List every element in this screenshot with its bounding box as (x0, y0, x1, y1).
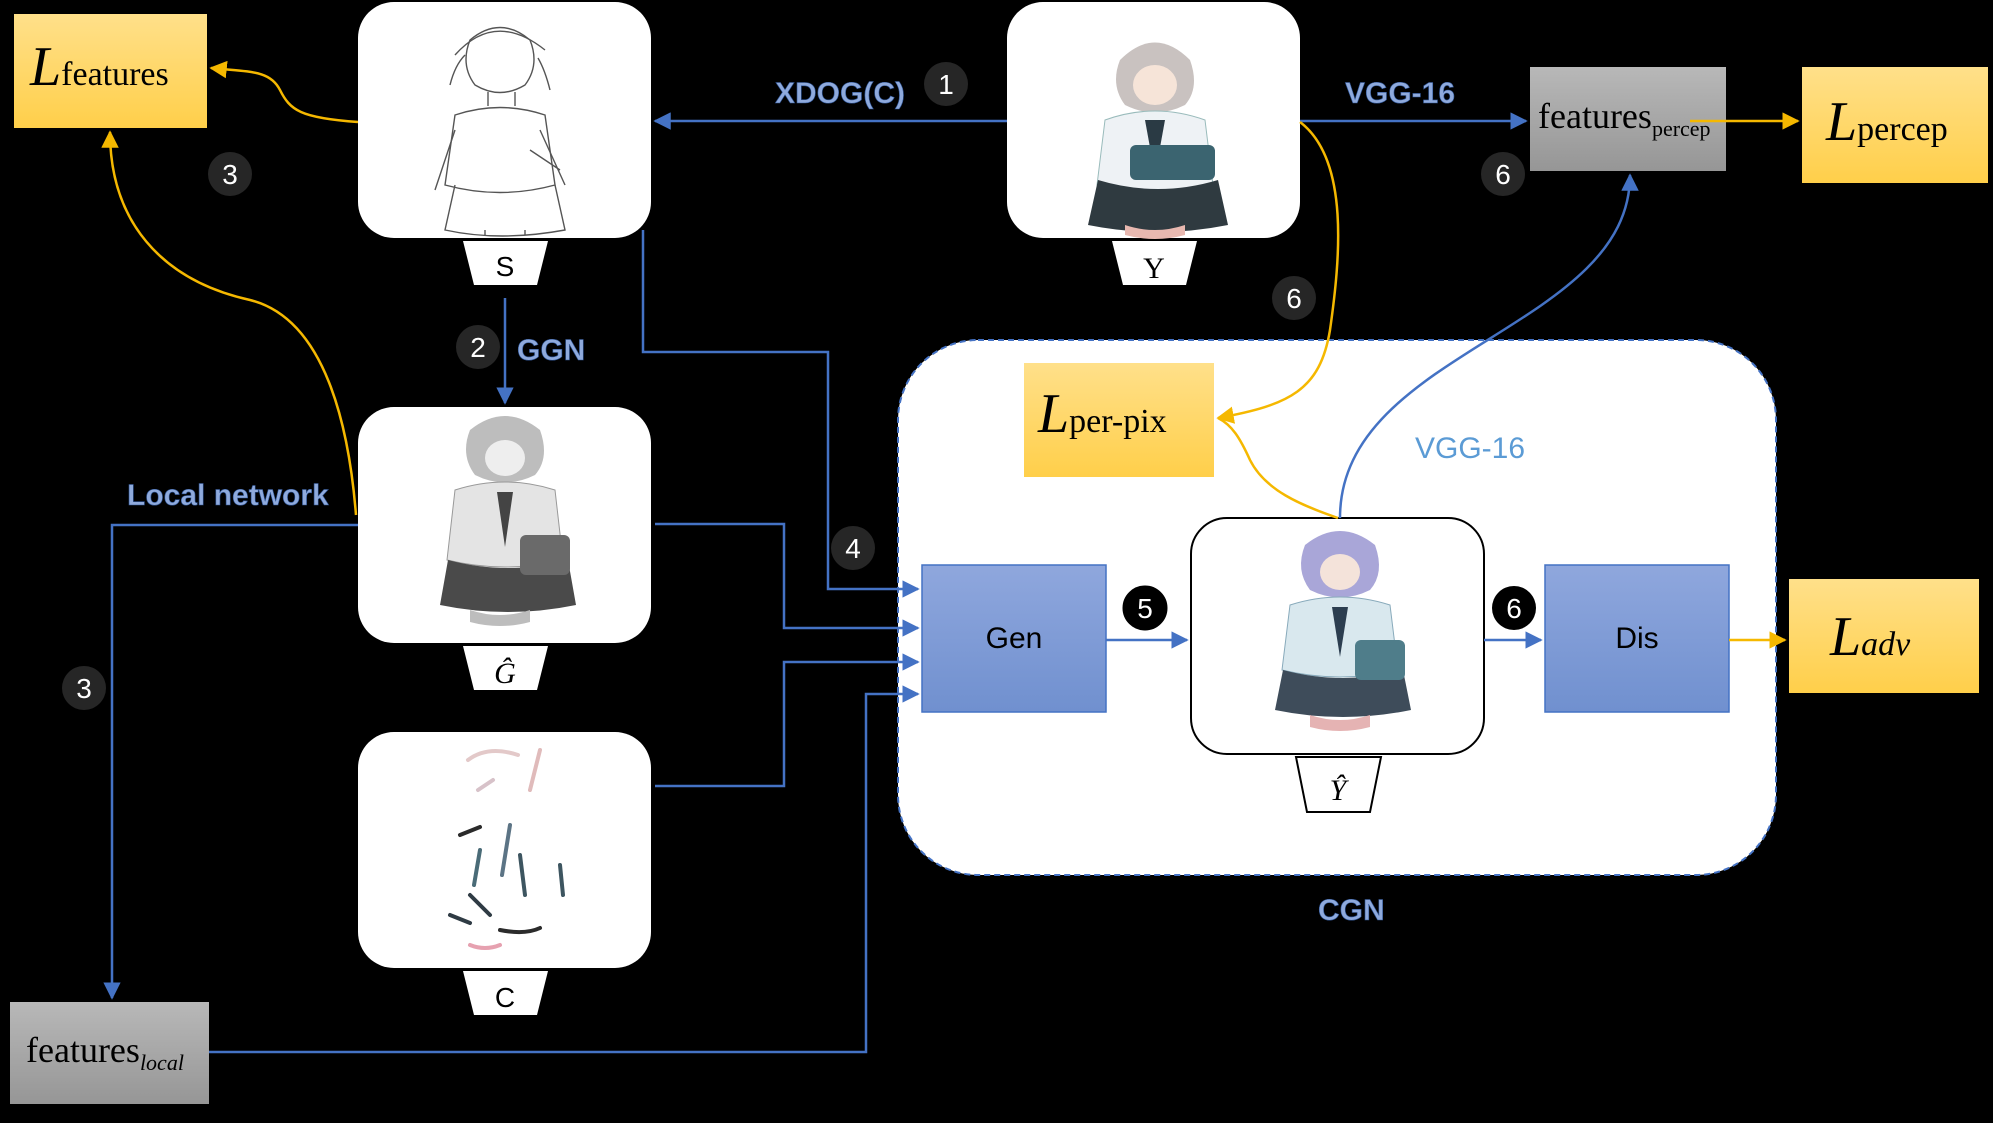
step-3a-badge (208, 152, 252, 196)
grayscale-figure-icon (440, 416, 576, 626)
target-figure-icon (1088, 42, 1228, 239)
ggn-label: GGN (517, 334, 585, 367)
tag-g-label: Ĝ (494, 657, 516, 690)
step-6c-badge (1492, 586, 1536, 630)
arrow-output-to-loss-per-pix (1217, 416, 1339, 520)
vgg-top-label: VGG-16 (1345, 77, 1455, 110)
target-image-panel (1007, 2, 1300, 239)
sketch-image-panel (358, 2, 651, 238)
step-6a-label: 6 (1495, 159, 1511, 190)
step-3b-badge (62, 666, 106, 710)
loss-features-label: Lfeatures (29, 36, 169, 98)
arrow-g-to-loss-features (101, 130, 358, 516)
arrow-g-to-gen (655, 522, 920, 637)
tag-y-label: Y (1143, 252, 1165, 285)
step-6a-badge (1481, 152, 1525, 196)
loss-features-box (14, 14, 207, 128)
step-4-badge (831, 526, 875, 570)
features-percep-label: featurespercep (1538, 96, 1711, 141)
tag-yhat-shape (1294, 756, 1383, 813)
tag-g-shape (463, 646, 548, 690)
step-2-badge (456, 325, 500, 369)
arrow-local-network (103, 523, 358, 1000)
step-1-badge (924, 62, 968, 106)
loss-per-pix-label: Lper-pix (1037, 383, 1167, 445)
loss-adv-label: Ladv (1829, 606, 1911, 668)
tag-y-shape (1112, 241, 1197, 285)
orange-connectors (101, 60, 1800, 649)
loss-percep-label: Lpercep (1825, 91, 1948, 153)
tag-c-label: C (495, 982, 515, 1013)
loss-adv-box (1789, 579, 1979, 693)
step-5-badge (1122, 585, 1168, 631)
arrow-s-to-loss-features (209, 60, 359, 124)
arrow-features-local-to-gen (209, 685, 920, 1054)
step-5-label: 5 (1137, 593, 1153, 624)
discriminator-label: Dis (1615, 622, 1658, 655)
tag-s-shape (463, 241, 548, 285)
blue-connectors (103, 112, 1639, 1054)
cgn-label: CGN (1318, 894, 1385, 927)
local-network-label: Local network (127, 479, 329, 512)
vgg-inner-label: VGG-16 (1415, 432, 1525, 465)
generator-label: Gen (986, 622, 1043, 655)
step-2-label: 2 (470, 332, 486, 363)
step-6b-label: 6 (1286, 283, 1302, 314)
tag-s-label: S (496, 251, 515, 282)
arrow-s-to-gen (641, 230, 920, 598)
loss-percep-box (1802, 67, 1988, 183)
features-local-label: featureslocal (26, 1030, 184, 1075)
arrow-c-to-gen (655, 653, 920, 788)
grayscale-image-panel (358, 407, 651, 643)
color-strokes-icon (448, 748, 565, 950)
output-figure-icon (1275, 531, 1411, 731)
sketch-figure-icon (434, 26, 566, 237)
features-percep-box (1530, 67, 1726, 171)
step-1-label: 1 (938, 69, 954, 100)
tag-yhat-label: Ŷ (1330, 774, 1350, 807)
arrow-output-to-features-percep (1338, 173, 1639, 519)
xdog-label: XDOG(C) (775, 77, 905, 110)
color-hint-image-panel (358, 732, 651, 968)
step-3b-label: 3 (76, 673, 92, 704)
features-local-box (10, 1002, 209, 1104)
arrow-y-to-loss-per-pix (1216, 121, 1340, 424)
discriminator-block (1544, 564, 1730, 713)
step-3a-label: 3 (222, 159, 238, 190)
output-image-panel (1190, 517, 1485, 755)
step-6b-badge (1272, 276, 1316, 320)
generator-block (921, 564, 1107, 713)
loss-per-pix-box (1024, 363, 1214, 477)
tag-c-shape (463, 971, 548, 1015)
step-4-label: 4 (845, 533, 861, 564)
step-6c-label: 6 (1506, 593, 1522, 624)
